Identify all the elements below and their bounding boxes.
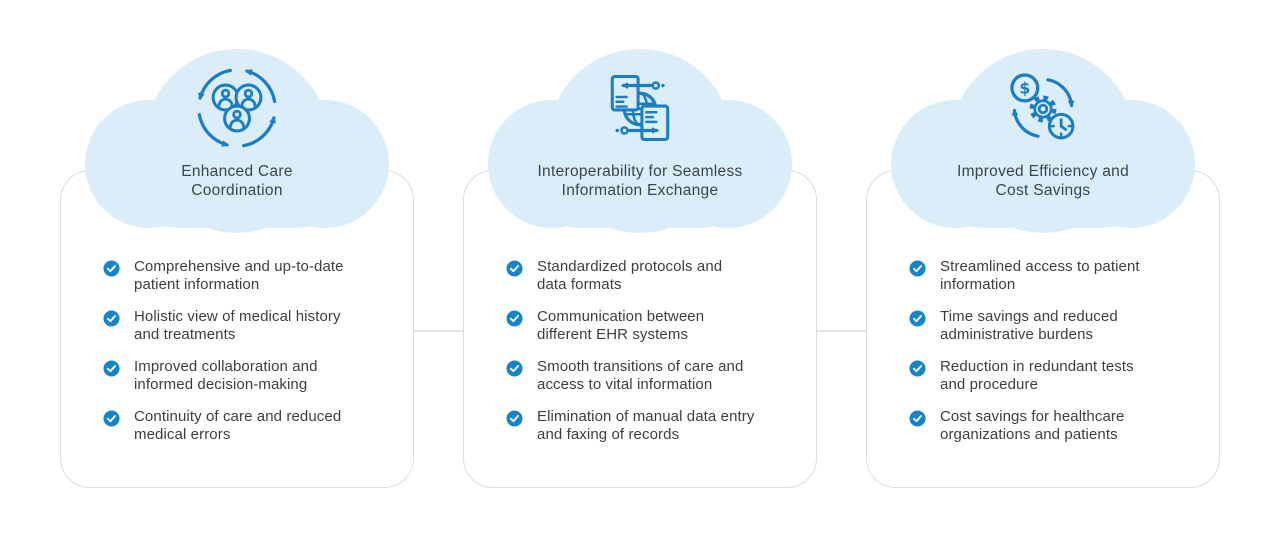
check-icon xyxy=(909,310,926,327)
list-item: Communication between different EHR syst… xyxy=(506,308,796,344)
list-item: Elimination of manual data entry and fax… xyxy=(506,408,796,444)
card-improved-efficiency: $ Improved Efficiency and Cost Savings S… xyxy=(866,49,1220,488)
bullet-text: Reduction in redundant tests and procedu… xyxy=(940,358,1134,393)
bullet-text: Time savings and reduced administrative … xyxy=(940,308,1118,343)
connector-line xyxy=(817,330,866,332)
bullet-text: Comprehensive and up-to-date patient inf… xyxy=(134,258,344,293)
card-title: Interoperability for Seamless Informatio… xyxy=(537,163,743,199)
card-enhanced-care-coordination: Enhanced Care Coordination Comprehensive… xyxy=(60,49,414,488)
connector-line xyxy=(414,330,463,332)
bullet-text: Improved collaboration and informed deci… xyxy=(134,358,318,393)
check-icon xyxy=(103,260,120,277)
card-title: Enhanced Care Coordination xyxy=(181,163,293,199)
check-icon xyxy=(506,410,523,427)
list-item: Cost savings for healthcare organization… xyxy=(909,408,1199,444)
data-exchange-icon xyxy=(610,74,670,142)
check-icon xyxy=(909,260,926,277)
check-icon xyxy=(103,310,120,327)
list-item: Smooth transitions of care and access to… xyxy=(506,358,796,394)
card-title: Improved Efficiency and Cost Savings xyxy=(956,163,1130,199)
list-item: Continuity of care and reduced medical e… xyxy=(103,408,393,444)
list-item: Comprehensive and up-to-date patient inf… xyxy=(103,258,393,294)
bullet-text: Communication between different EHR syst… xyxy=(537,308,705,343)
check-icon xyxy=(909,410,926,427)
check-icon xyxy=(506,260,523,277)
bullet-text: Smooth transitions of care and access to… xyxy=(537,358,744,393)
efficiency-cost-savings-icon: $ xyxy=(1010,73,1075,140)
cards-row: Enhanced Care Coordination Comprehensive… xyxy=(60,49,1220,488)
svg-text:$: $ xyxy=(1019,79,1030,98)
bullet-list: Streamlined access to patient informatio… xyxy=(867,171,1219,444)
bullet-text: Holistic view of medical history and tre… xyxy=(134,308,341,343)
care-coordination-icon xyxy=(197,68,277,148)
bullet-text: Elimination of manual data entry and fax… xyxy=(537,408,755,443)
bullet-text: Cost savings for healthcare organization… xyxy=(940,408,1125,443)
list-item: Time savings and reduced administrative … xyxy=(909,308,1199,344)
check-icon xyxy=(506,360,523,377)
bullet-text: Streamlined access to patient informatio… xyxy=(940,258,1140,293)
card-interoperability: Interoperability for Seamless Informatio… xyxy=(463,49,817,488)
list-item: Holistic view of medical history and tre… xyxy=(103,308,393,344)
list-item: Streamlined access to patient informatio… xyxy=(909,258,1199,294)
check-icon xyxy=(103,360,120,377)
check-icon xyxy=(506,310,523,327)
check-icon xyxy=(103,410,120,427)
list-item: Improved collaboration and informed deci… xyxy=(103,358,393,394)
bullet-list: Standardized protocols and data formats … xyxy=(464,171,816,444)
list-item: Reduction in redundant tests and procedu… xyxy=(909,358,1199,394)
bullet-text: Standardized protocols and data formats xyxy=(537,258,723,293)
list-item: Standardized protocols and data formats xyxy=(506,258,796,294)
bullet-list: Comprehensive and up-to-date patient inf… xyxy=(61,171,413,444)
check-icon xyxy=(909,360,926,377)
bullet-text: Continuity of care and reduced medical e… xyxy=(134,408,342,443)
